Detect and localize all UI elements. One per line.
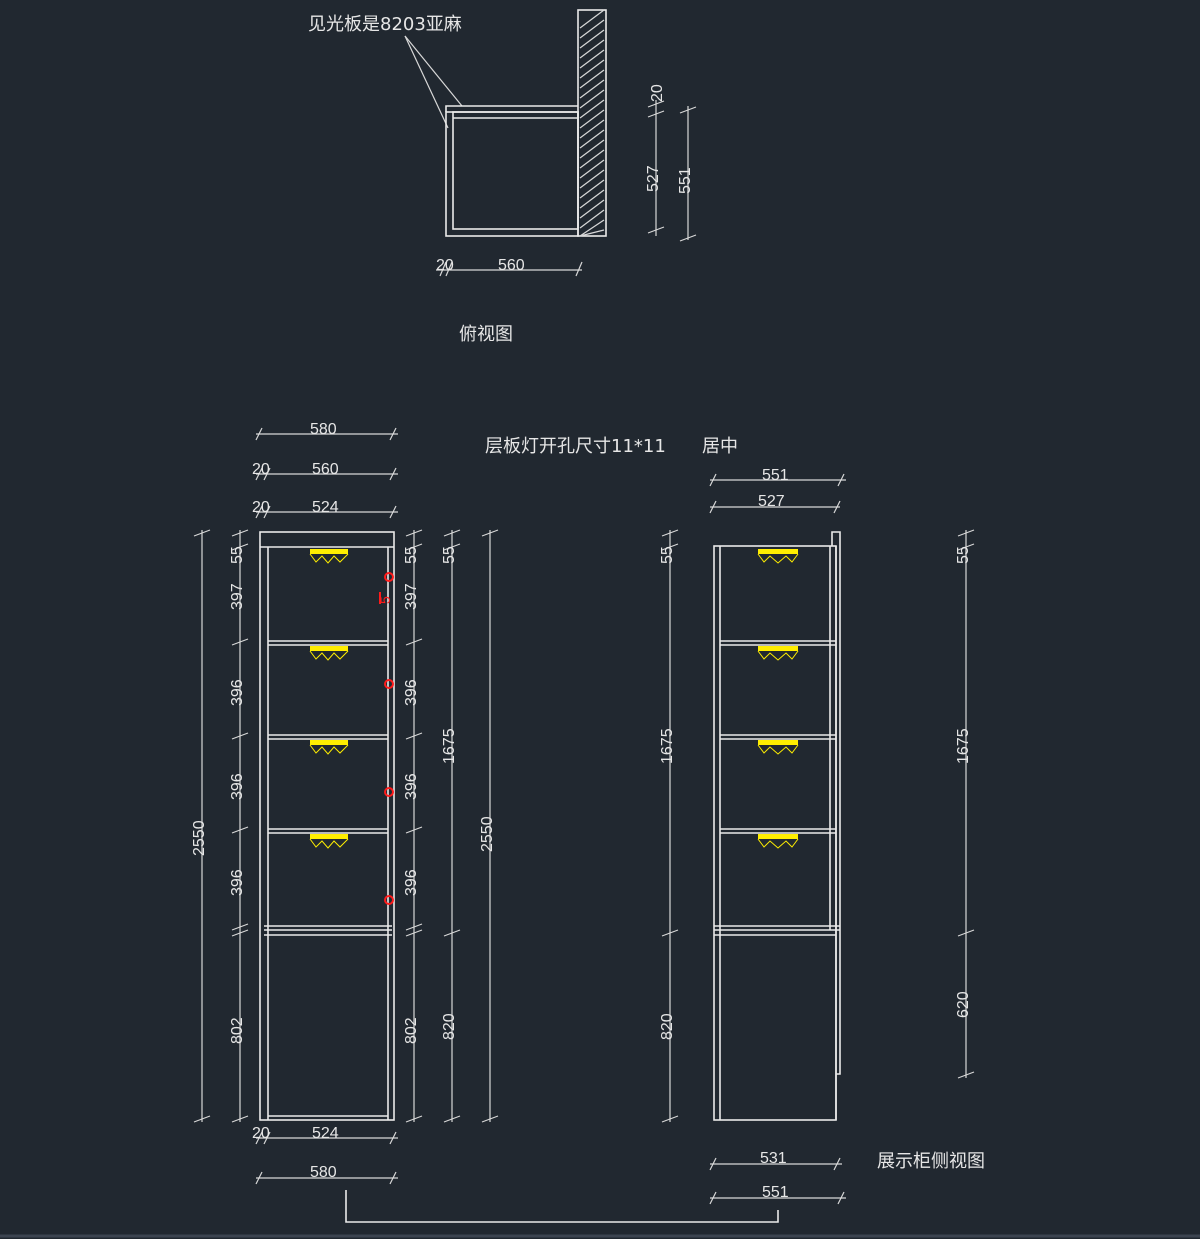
side-shelves (714, 640, 840, 936)
wall-hatch (577, 9, 607, 237)
leader-line (404, 35, 449, 129)
cabinet-inner (452, 111, 579, 230)
dim-560: 560 (312, 461, 339, 478)
dim-527: 527 (645, 165, 662, 192)
dim-802: 802 (403, 1017, 420, 1044)
shelf-light-icon (309, 646, 349, 661)
dim-2550: 2550 (479, 816, 496, 852)
dim-396: 396 (403, 679, 420, 706)
dim-20: 20 (436, 257, 454, 274)
dim-20: 20 (252, 1125, 270, 1142)
shelf-light-icon (309, 740, 349, 755)
dim-55: 55 (659, 546, 676, 564)
dim-551: 551 (762, 467, 789, 484)
dim-820: 820 (441, 1013, 458, 1040)
top-view: 见光板是8203亚麻 20 527 551 20 560 俯视图 (308, 9, 697, 345)
shelves (264, 640, 392, 1117)
side-view: 551 527 (659, 467, 985, 1205)
dim-560: 560 (498, 257, 525, 274)
dim-580: 580 (310, 1164, 337, 1181)
dim-397: 397 (403, 583, 420, 610)
dim-396: 396 (229, 869, 246, 896)
side-view-title: 展示柜侧视图 (877, 1151, 985, 1172)
dim-580: 580 (310, 421, 337, 438)
dim-396: 396 (403, 773, 420, 800)
cabinet-outline (445, 111, 579, 237)
leader-line (404, 35, 463, 107)
shelf-light-icon (757, 549, 799, 564)
shelf-light-note: 层板灯开孔尺寸11*11 (485, 436, 666, 457)
dim-802: 802 (229, 1017, 246, 1044)
light-panel-note: 见光板是8203亚麻 (308, 14, 462, 35)
dim-55: 55 (403, 546, 420, 564)
dim-396: 396 (403, 869, 420, 896)
hole-mark: 5 (377, 596, 393, 604)
dim-524: 524 (312, 1125, 339, 1142)
dim-55: 55 (441, 546, 458, 564)
front-view: 580 20 560 20 524 (191, 421, 499, 1185)
dim-55: 55 (229, 546, 246, 564)
dim-1675: 1675 (659, 728, 676, 764)
dim-20: 20 (252, 461, 270, 478)
dim-396: 396 (229, 773, 246, 800)
dim-531: 531 (760, 1150, 787, 1167)
cabinet-frame (259, 531, 395, 1121)
dim-20: 20 (649, 84, 666, 102)
dim-524: 524 (312, 499, 339, 516)
dim-397: 397 (229, 583, 246, 610)
dim-396: 396 (229, 679, 246, 706)
dim-55: 55 (955, 546, 972, 564)
dim-551: 551 (677, 167, 694, 194)
dim-20: 20 (252, 499, 270, 516)
dim-1675: 1675 (955, 728, 972, 764)
dim-2550: 2550 (191, 820, 208, 856)
connector-line (345, 1190, 779, 1223)
shelf-light-icon (309, 549, 349, 564)
side-front-panel (831, 531, 841, 1075)
dim-527: 527 (758, 493, 785, 510)
dim-551: 551 (762, 1184, 789, 1201)
dim-620: 620 (955, 991, 972, 1018)
centered-note: 居中 (702, 436, 738, 457)
shelf-light-icon (309, 834, 349, 849)
front-panel (445, 105, 578, 112)
dim-1675: 1675 (441, 728, 458, 764)
wiring-holes: 5 (377, 572, 394, 905)
shelf-light-icon (757, 646, 799, 661)
dim-820: 820 (659, 1013, 676, 1040)
top-view-title: 俯视图 (459, 324, 513, 345)
shelf-light-icon (757, 740, 799, 755)
shelf-light-icon (757, 834, 799, 849)
